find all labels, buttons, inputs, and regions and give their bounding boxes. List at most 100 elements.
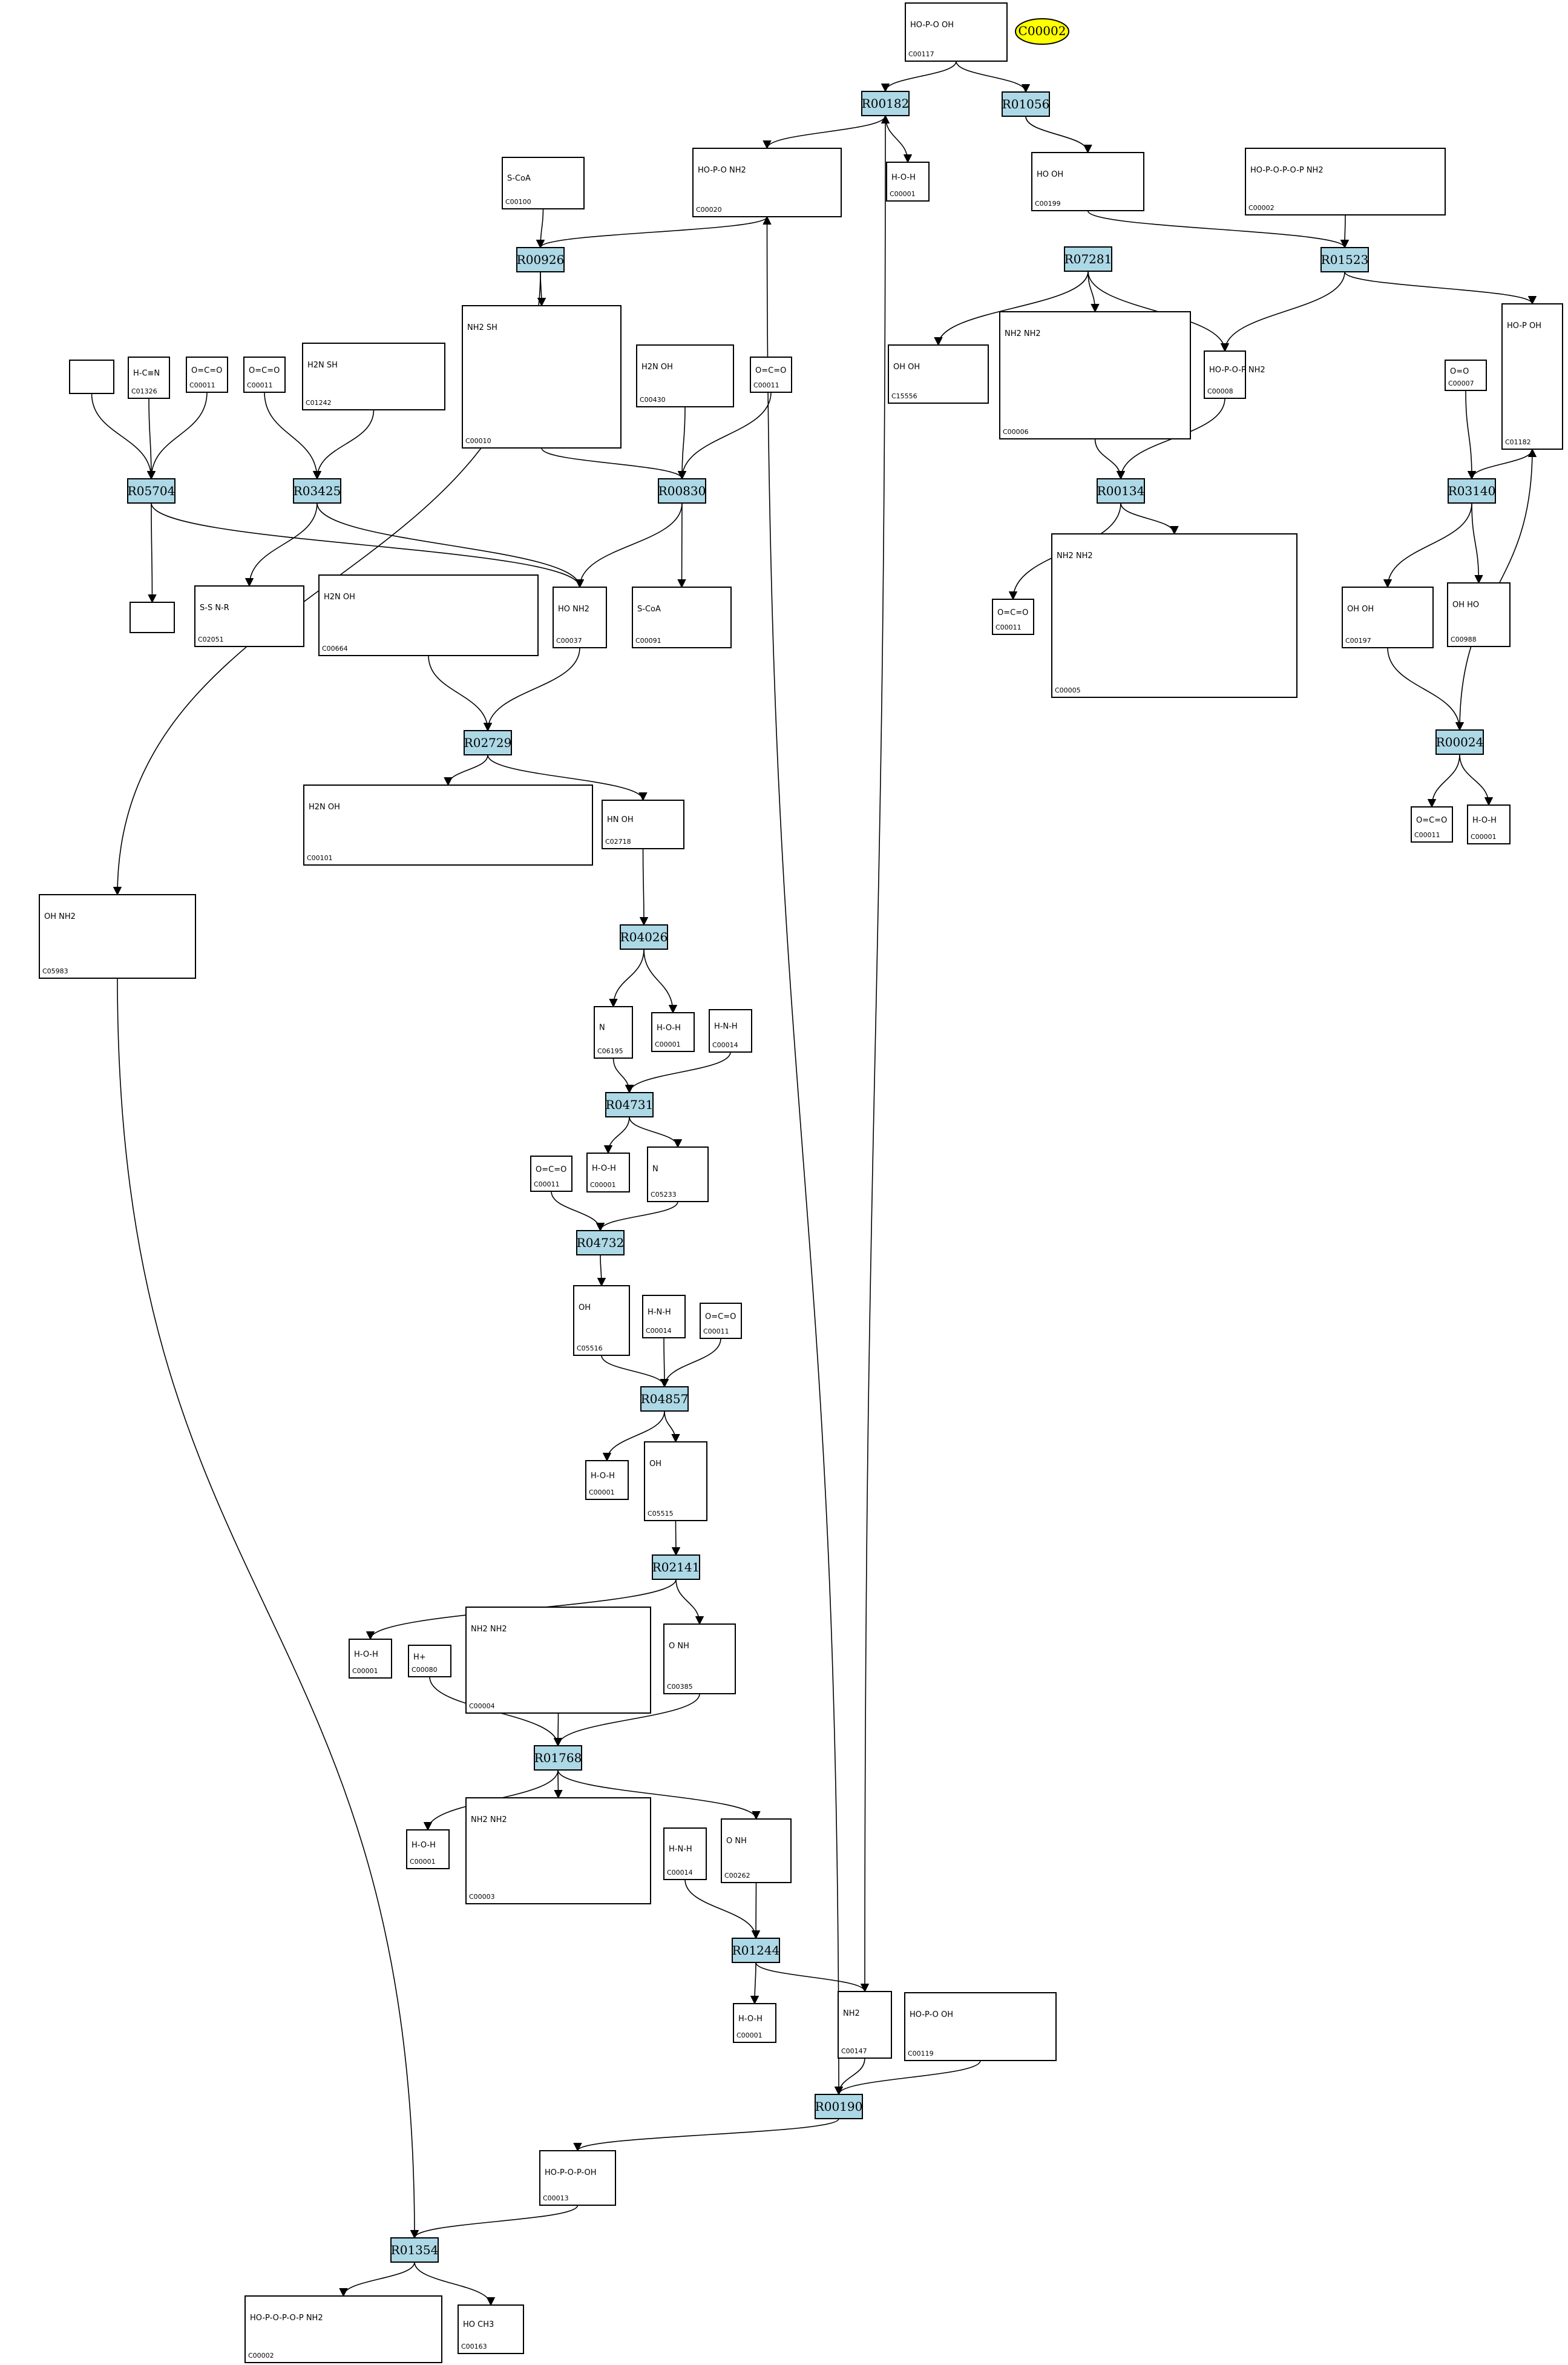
- reaction-node[interactable]: R04857: [640, 1386, 689, 1412]
- compound-id-label: C00385: [667, 1683, 693, 1691]
- compound-id-label: C00005: [1055, 686, 1081, 694]
- compound-structure-glyph: OH HO: [1452, 600, 1479, 610]
- reaction-node[interactable]: R02729: [464, 730, 512, 755]
- reaction-node[interactable]: R01523: [1320, 247, 1369, 272]
- compound-id-label: C00010: [465, 437, 491, 445]
- compound-id-label: C00011: [1414, 831, 1440, 839]
- edge: [956, 61, 1031, 93]
- reaction-node[interactable]: R00182: [861, 91, 910, 116]
- edge: [1467, 449, 1533, 480]
- reaction-node[interactable]: R07281: [1064, 246, 1112, 272]
- reaction-node[interactable]: R04732: [576, 1230, 625, 1255]
- compound-structure-glyph: O NH: [726, 1837, 747, 1846]
- compound-node[interactable]: [69, 360, 114, 394]
- compound-id-label: C00007: [1448, 380, 1474, 387]
- compound-structure-glyph: H-O-H: [738, 2015, 763, 2024]
- reaction-label: R07281: [1064, 252, 1112, 266]
- compound-structure-glyph: HO OH: [1037, 170, 1063, 179]
- compound-node[interactable]: NH2 SH C00010: [462, 305, 622, 449]
- compound-id-label: C00008: [1207, 387, 1233, 395]
- edge: [264, 392, 322, 480]
- reaction-node[interactable]: R00134: [1097, 478, 1145, 504]
- reaction-node[interactable]: R05704: [127, 478, 175, 504]
- reaction-node[interactable]: R00024: [1435, 729, 1484, 755]
- reaction-node[interactable]: R00926: [516, 247, 565, 272]
- reaction-node[interactable]: R04731: [605, 1092, 654, 1117]
- reaction-node[interactable]: R00830: [658, 478, 706, 504]
- reaction-node[interactable]: R01244: [732, 1938, 780, 1963]
- reaction-node[interactable]: R01056: [1002, 91, 1050, 117]
- compound-structure-glyph: NH2 NH2: [1057, 551, 1093, 561]
- reaction-node[interactable]: R00190: [815, 2094, 863, 2119]
- compound-node[interactable]: H+C00080: [408, 1645, 451, 1677]
- reaction-node[interactable]: R01354: [390, 2237, 439, 2263]
- compound-structure-glyph: NH2 NH2: [471, 1815, 507, 1824]
- reaction-node[interactable]: R01768: [534, 1745, 582, 1771]
- highlight-compound[interactable]: C00002: [1015, 18, 1069, 45]
- reaction-node[interactable]: R03425: [293, 478, 341, 504]
- compound-id-label: C00197: [1345, 637, 1371, 645]
- reaction-node[interactable]: R03140: [1448, 478, 1496, 504]
- reaction-node[interactable]: R02141: [652, 1554, 700, 1580]
- reaction-node[interactable]: R04026: [620, 924, 668, 950]
- compound-node[interactable]: [130, 602, 175, 633]
- edge: [1094, 438, 1126, 480]
- compound-id-label: C00014: [667, 1869, 693, 1877]
- compound-structure-glyph: NH2 SH: [467, 323, 497, 332]
